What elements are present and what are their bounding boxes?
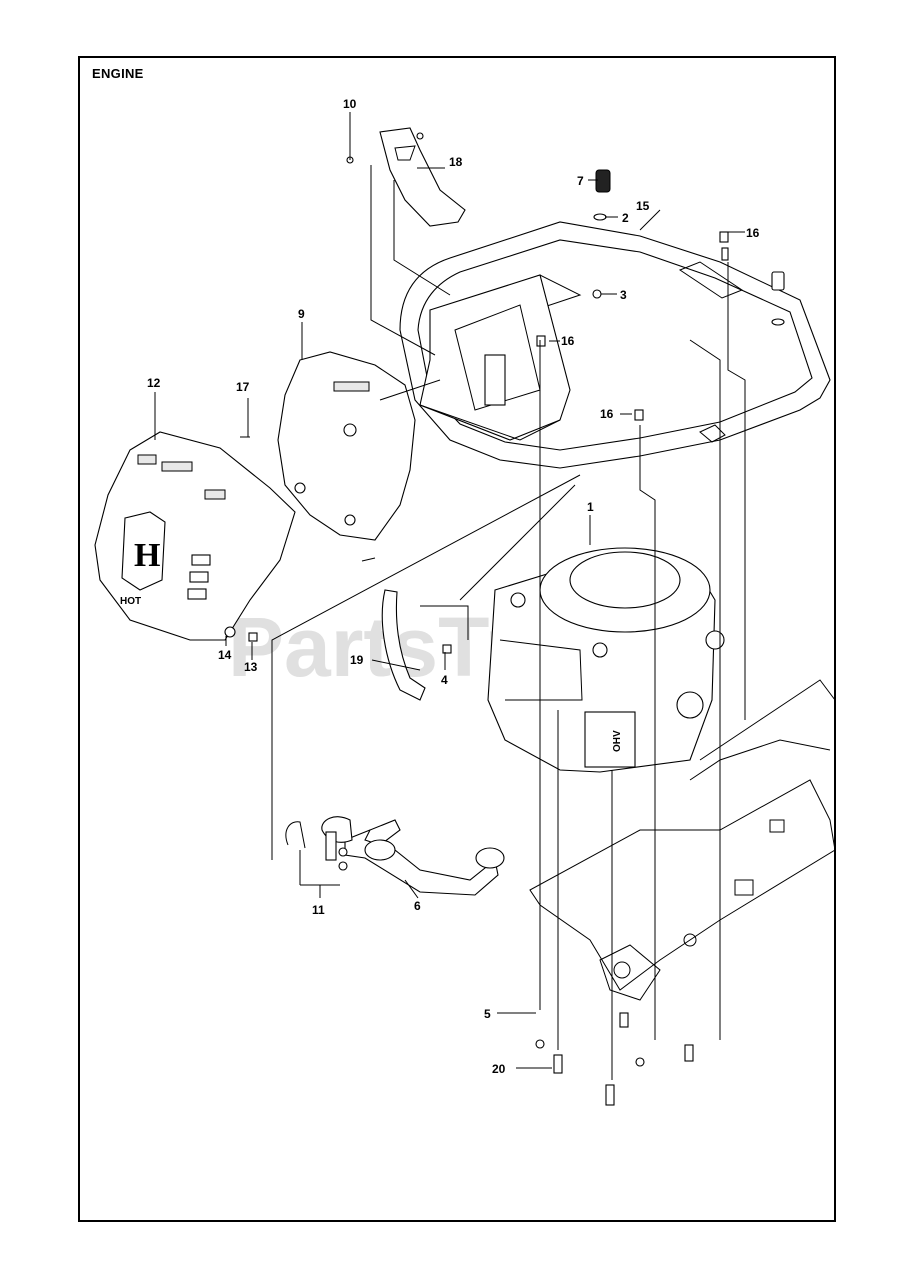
- bracket-part-18: [379, 127, 466, 227]
- diagram-title: ENGINE: [92, 66, 144, 81]
- callout-3: 3: [620, 288, 627, 302]
- callout-4: 4: [441, 673, 448, 687]
- diagram-frame: [78, 56, 836, 1222]
- engine-label: OHV: [612, 730, 623, 752]
- callout-15: 15: [636, 199, 650, 213]
- engine-cover-part-9: [277, 351, 416, 541]
- callout-2: 2: [622, 211, 629, 225]
- callout-13: 13: [244, 660, 258, 674]
- callout-5: 5: [484, 1007, 491, 1021]
- callout-16-mid: 16: [561, 334, 575, 348]
- callout-17: 17: [236, 380, 250, 394]
- muffler-part-6: [321, 816, 505, 896]
- callout-7: 7: [577, 174, 584, 188]
- callout-20: 20: [492, 1062, 506, 1076]
- hood-cover-part-12: H HOT: [94, 431, 296, 641]
- callout-11: 11: [312, 903, 325, 917]
- callout-19: 19: [350, 653, 364, 667]
- callouts: 1 2 3 4 5 6 7 9 10 11 12 13 14 15 16 16 …: [147, 97, 760, 1076]
- callout-16-low: 16: [600, 407, 614, 421]
- hose-part-19: [381, 589, 426, 701]
- callout-14: 14: [218, 648, 232, 662]
- clamp-part-11: [285, 821, 348, 871]
- lower-chassis: [529, 679, 836, 1001]
- fasteners: [224, 132, 785, 1106]
- callout-10: 10: [343, 97, 357, 111]
- callout-16-top: 16: [746, 226, 760, 240]
- engine-part-1: OHV: [487, 547, 725, 773]
- callout-18: 18: [449, 155, 463, 169]
- callout-12: 12: [147, 376, 161, 390]
- leader-lines: [154, 112, 746, 1080]
- brand-logo: H: [134, 537, 160, 574]
- callout-9: 9: [298, 307, 305, 321]
- callout-1: 1: [587, 500, 594, 514]
- hood-text: HOT: [120, 596, 141, 607]
- callout-6: 6: [414, 899, 421, 913]
